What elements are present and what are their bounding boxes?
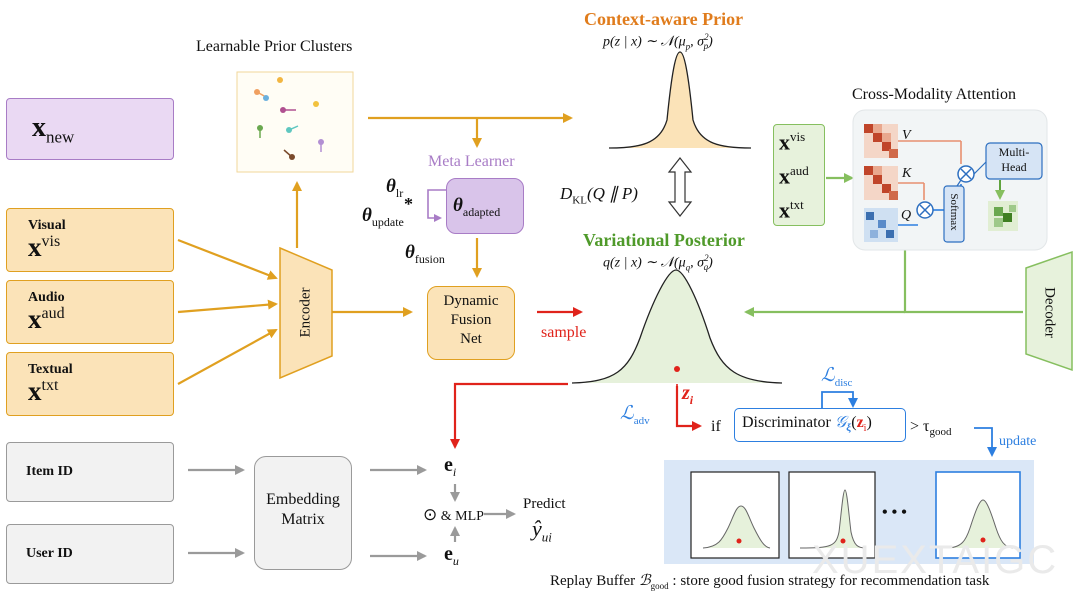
item-id-label: Item ID [26, 464, 74, 479]
dynamic-fusion-net-box [427, 286, 515, 360]
modal-var-vis: xvis [779, 129, 806, 155]
blue-flow-arrows [821, 391, 997, 457]
ei-label: ei [444, 454, 457, 479]
discriminator-box [734, 408, 906, 442]
theta-fusion: θfusion [405, 242, 445, 266]
modality-name-textual: Textual [28, 362, 73, 377]
v-matrix-heatmap [864, 124, 898, 158]
replay-caption: Replay Buffer ℬgood : store good fusion … [550, 573, 990, 591]
decoder-shape [1025, 250, 1073, 372]
sample-label: sample [541, 324, 587, 341]
modal-var-aud: xaud [779, 163, 809, 189]
theta-lr: θlr [386, 176, 404, 200]
predict-label: Predict [523, 496, 566, 512]
meta-learner-loop-arrow [427, 189, 446, 222]
decoder-label: Decoder [1041, 287, 1058, 338]
eu-label: eu [444, 543, 459, 568]
prior-clusters-scatter [236, 71, 354, 173]
multihead-label: Multi-Head [998, 145, 1030, 174]
modality-var-visual: xvis [28, 232, 61, 262]
q-matrix-heatmap [864, 208, 898, 242]
embedding-matrix-box [254, 456, 352, 570]
posterior-formula: q(z | x) ∼ 𝒩(μq, σ2q) [603, 253, 713, 273]
posterior-title: Variational Posterior [583, 230, 745, 250]
prior-formula: p(z | x) ∼ 𝒩(μp, σ2p) [603, 32, 713, 52]
prior-distribution [608, 51, 752, 149]
green-flow-arrows [744, 173, 1023, 317]
modality-box-visual [6, 208, 174, 272]
attention-v-label: V [902, 128, 911, 143]
theta-adapted-box [446, 178, 524, 234]
prior-clusters-label: Learnable Prior Clusters [196, 38, 353, 55]
encoder-label: Encoder [297, 287, 314, 338]
cross-attention-title: Cross-Modality Attention [852, 86, 1016, 103]
modality-name-audio: Audio [28, 290, 65, 305]
cross-attention-panel [852, 109, 1048, 251]
attention-k-label: K [902, 166, 912, 181]
watermark: XUEXTAIGC [812, 538, 1059, 582]
red-flow-arrows [450, 307, 702, 449]
replay-ellipsis: • • • [882, 504, 907, 521]
l-adv-label: ℒadv [620, 403, 650, 427]
modality-box-textual [6, 352, 174, 416]
theta-update: θupdate [362, 205, 404, 229]
discriminator-label: Discriminator 𝒢ξ(zi) [742, 414, 872, 435]
prior-title: Context-aware Prior [584, 9, 744, 29]
new-item-var: xnew [32, 112, 75, 147]
replay-buffer-panel [664, 460, 1034, 564]
if-label: if [711, 418, 721, 435]
zi-label: zi [682, 382, 694, 407]
k-matrix-heatmap [864, 166, 898, 200]
user-id-box [6, 524, 174, 584]
zi-sample-dot [674, 366, 680, 372]
new-item-box [6, 98, 174, 160]
softmax-label: Softmax [948, 193, 960, 231]
modal-vars-box [773, 124, 825, 226]
threshold-label: > τgood [910, 418, 952, 439]
theta-adapted: θadapted [453, 195, 501, 219]
modality-var-textual: xtxt [28, 376, 59, 406]
kl-divergence: DKL(Q ∥ P) [560, 184, 638, 207]
modality-name-visual: Visual [28, 218, 66, 233]
theta-update-star: * [404, 194, 413, 214]
item-id-box [6, 442, 174, 502]
prediction-var: ŷui [532, 516, 552, 545]
modality-box-audio [6, 280, 174, 344]
modal-var-txt: xtxt [779, 197, 804, 223]
orange-flow-arrows [177, 113, 573, 385]
encoder-shape [279, 246, 333, 380]
mlp-label: ⊙ & MLP [423, 505, 484, 524]
l-disc-label: ℒdisc [821, 365, 853, 389]
user-id-label: User ID [26, 546, 73, 561]
attention-q-label: Q [901, 208, 912, 223]
meta-learner-label: Meta Learner [428, 153, 515, 170]
gray-flow-arrows [188, 465, 516, 561]
update-label: update [999, 434, 1037, 449]
kl-double-arrow [667, 157, 693, 217]
output-heatmap [988, 201, 1018, 231]
modality-var-audio: xaud [28, 304, 65, 334]
posterior-distribution [571, 269, 783, 384]
multiply-op-icon [916, 165, 975, 219]
